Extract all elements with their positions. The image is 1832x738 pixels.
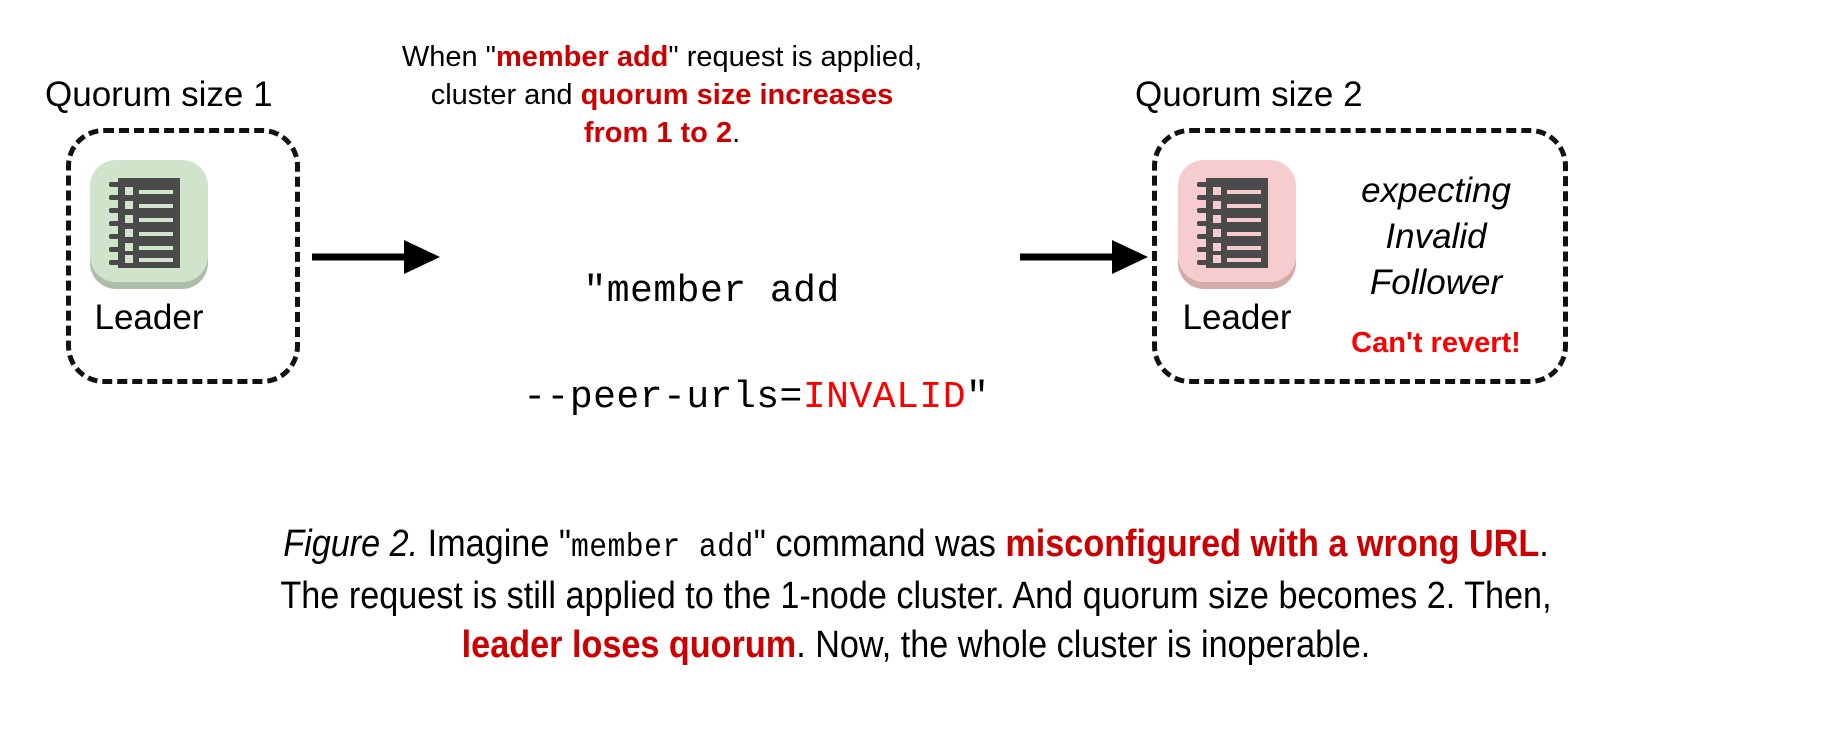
caption-line-2: The request is still applied to the 1-no… <box>280 575 1552 617</box>
status-line-expecting: expecting <box>1361 171 1511 210</box>
status-warning-badge: Can't revert! <box>1351 327 1521 359</box>
caption-line-3: leader loses quorum. Now, the whole clus… <box>146 621 1687 670</box>
status-stack: expecting Invalid Follower Can't revert! <box>1320 168 1552 360</box>
command-line2-suffix: " <box>966 376 990 419</box>
caption-line-1: Figure 2. Imagine "member add" command w… <box>146 520 1687 572</box>
node-label-left: Leader <box>94 298 204 337</box>
arrow-right-request <box>312 232 442 287</box>
notebook-ledger-icon <box>1178 160 1296 282</box>
command-text: "member add --peer-urls=INVALID" <box>430 212 989 477</box>
cluster-box-right <box>1152 128 1568 384</box>
caption-line3-highlight: leader loses quorum <box>461 624 797 666</box>
status-line-follower: Follower <box>1369 263 1503 302</box>
status-line-invalid: Invalid <box>1385 217 1487 256</box>
explanation-line3-suffix: . <box>732 117 741 149</box>
notebook-ledger-icon <box>90 160 208 282</box>
explanation-line1-suffix: " request is applied, <box>668 41 923 73</box>
explanation-line3-highlight: from 1 to 2 <box>583 117 733 149</box>
caption-line1-d: . <box>1539 523 1549 565</box>
caption-line1-highlight: misconfigured with a wrong URL <box>1005 523 1540 565</box>
command-invalid-value: INVALID <box>802 376 967 419</box>
cluster-box-left <box>66 128 300 384</box>
command-line2-prefix: --peer-urls= <box>523 376 803 419</box>
explanation-line2-prefix: cluster and <box>430 79 581 111</box>
caption-line1-mono: member add <box>570 529 754 566</box>
node-leader-right: Leader <box>1178 160 1296 338</box>
caption-line3-b: . Now, the whole cluster is inoperable. <box>796 624 1371 666</box>
explanation-line2-highlight: quorum size increases <box>580 79 894 111</box>
explanation-text: When "member add" request is applied, cl… <box>352 38 972 152</box>
quorum-size-label-left: Quorum size 1 <box>45 75 273 114</box>
caption-line1-b: Imagine " <box>418 523 571 565</box>
arrow-right-result <box>1020 232 1150 287</box>
node-label-right: Leader <box>1182 298 1292 337</box>
node-leader-left: Leader <box>90 160 208 338</box>
figure-caption: Figure 2. Imagine "member add" command w… <box>146 520 1687 670</box>
explanation-line1-prefix: When " <box>401 41 496 73</box>
quorum-size-label-right: Quorum size 2 <box>1135 75 1363 114</box>
command-line1: "member add <box>583 270 840 313</box>
explanation-line1-highlight: member add <box>495 41 669 73</box>
caption-line1-c: " command was <box>753 523 1006 565</box>
caption-figure-number: Figure 2. <box>283 523 419 565</box>
